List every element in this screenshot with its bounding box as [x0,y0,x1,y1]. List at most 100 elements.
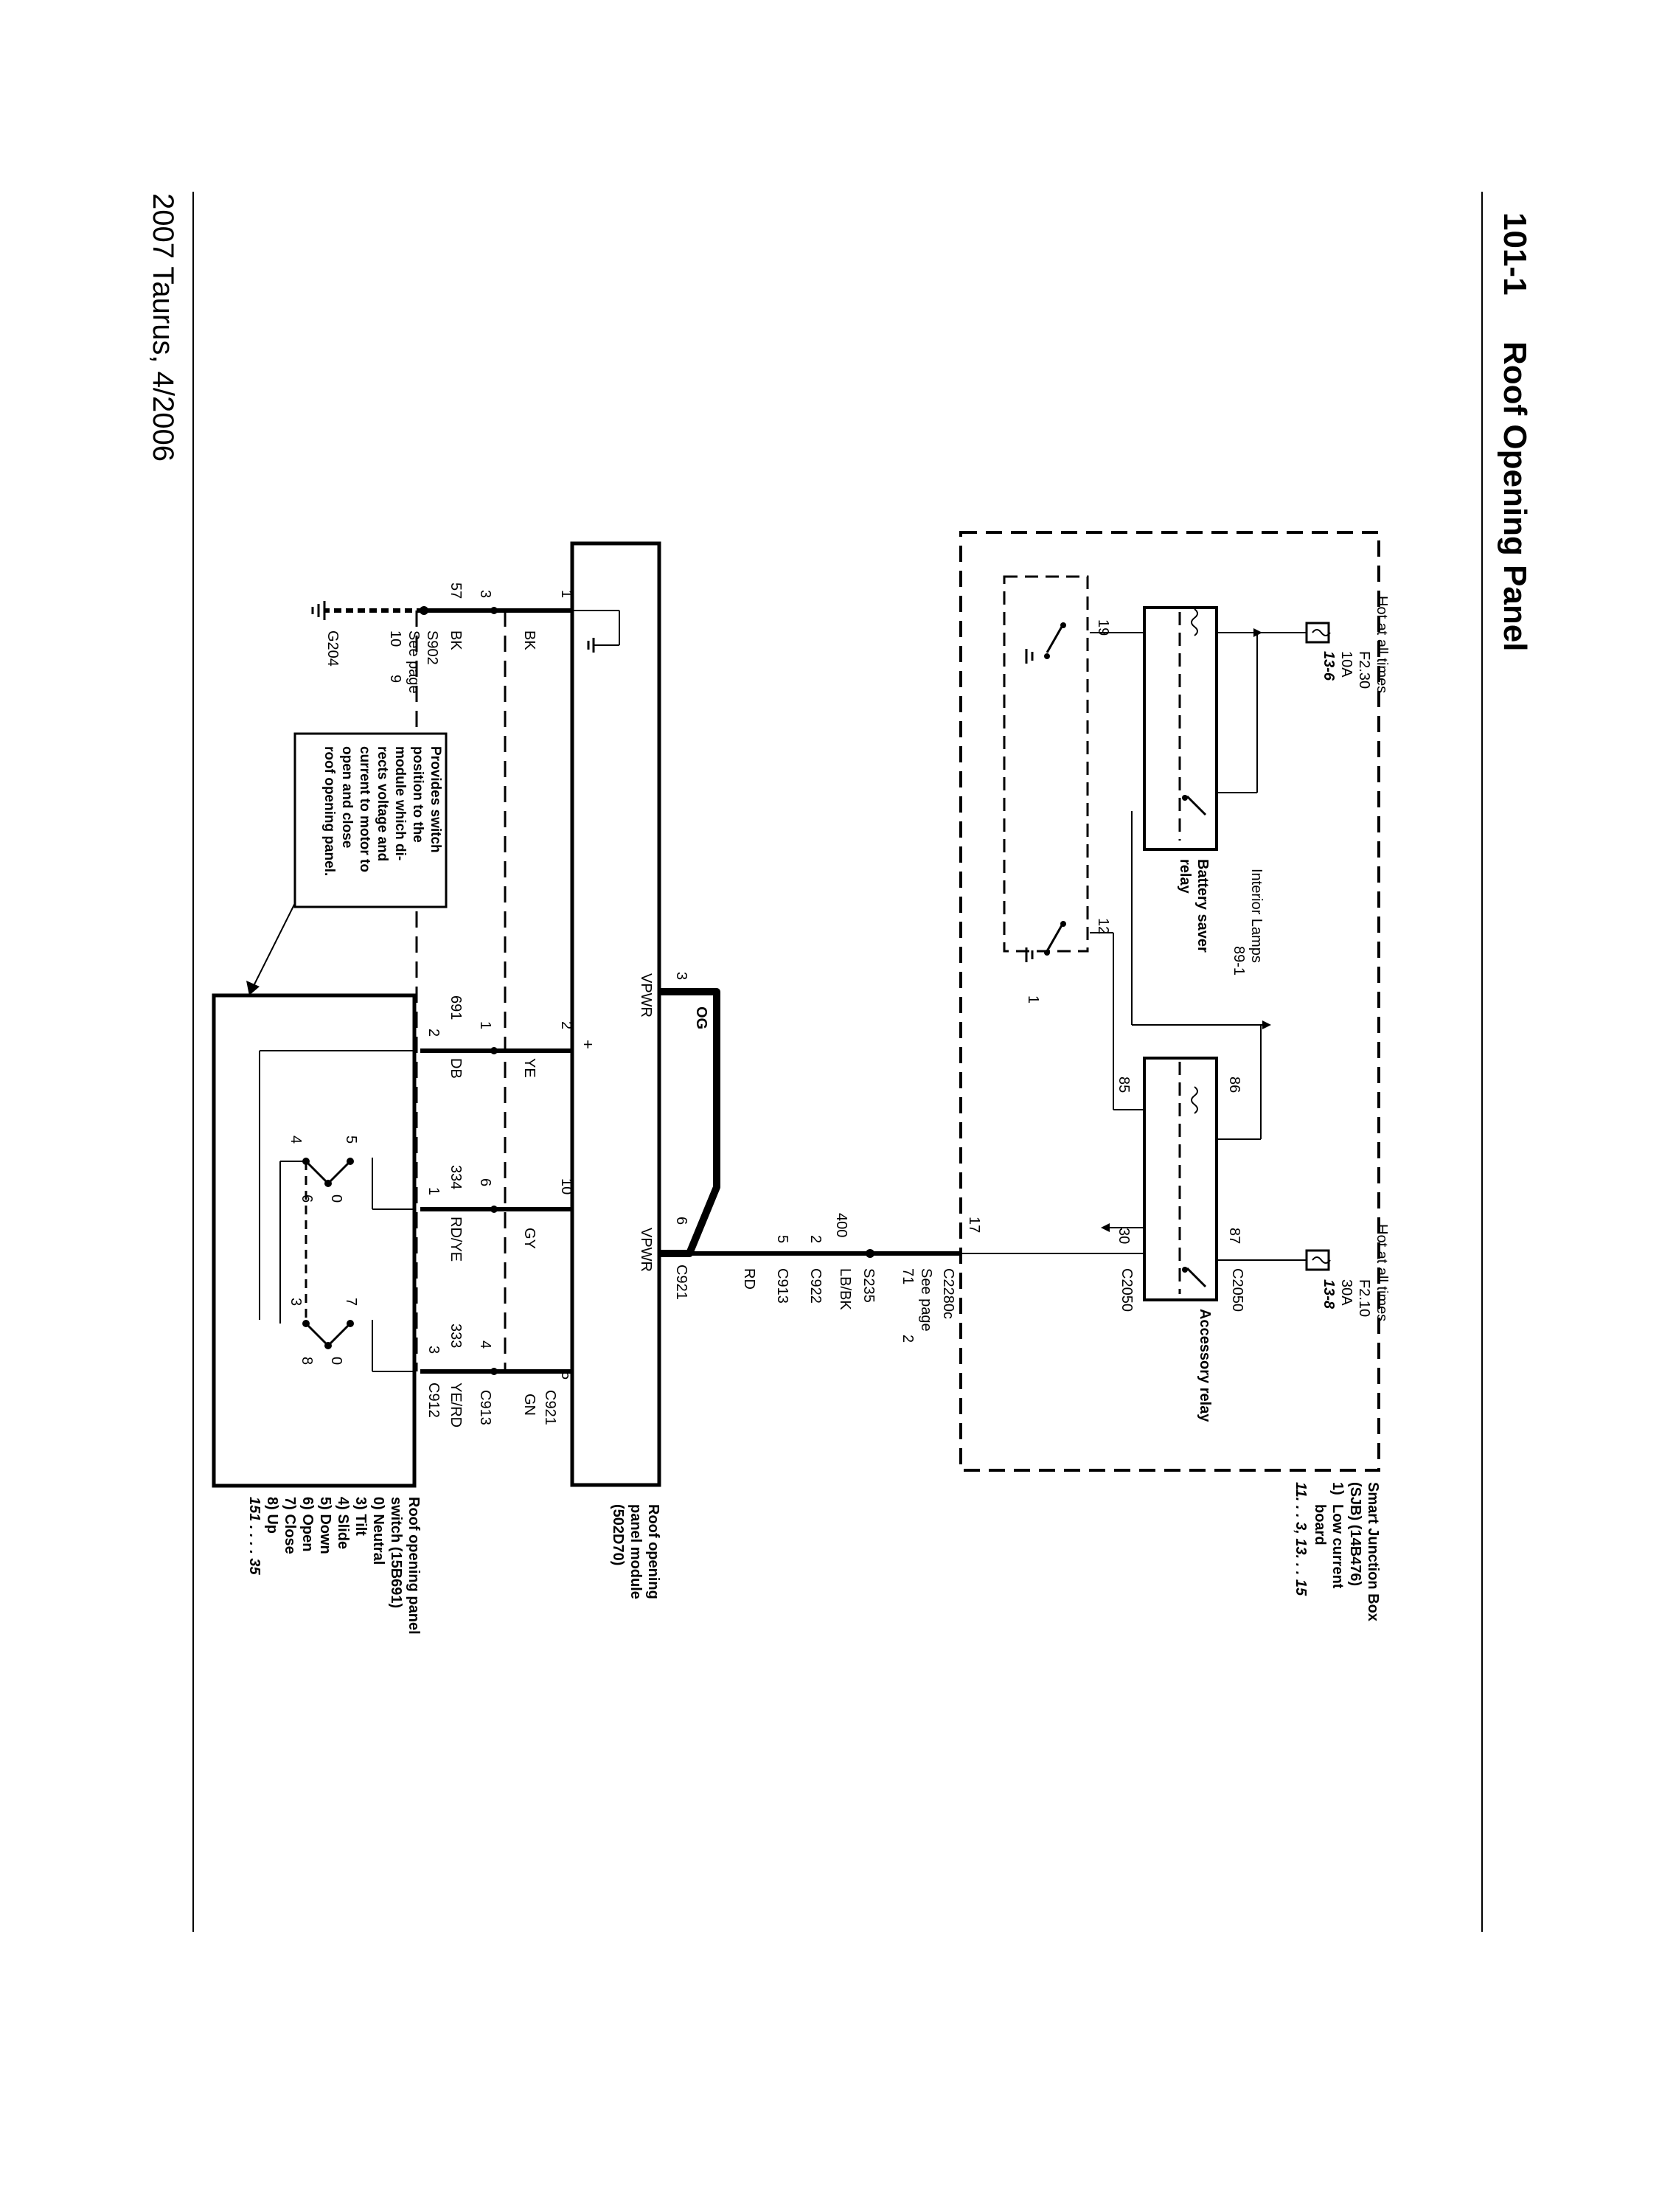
svg-text:S235: S235 [860,1268,877,1303]
ground-bk: BK [448,630,464,650]
c913-label: C913 [774,1268,790,1304]
module-pin-2: 2 [558,1021,574,1029]
battery-saver-contact [1186,795,1207,816]
page-title: Roof Opening Panel [1497,341,1533,651]
sjb-label: Smart Junction Box (SJB) (14B476) 1) Low… [1293,1482,1381,1621]
c2050-lower: C2050 [1119,1268,1135,1312]
fuse-f2-30 [1305,622,1330,644]
pin-86: 86 [1226,1077,1242,1093]
arrow-icon [1101,1223,1110,1232]
sw-pin-4: 4 [477,1340,493,1349]
svg-text:OG: OG [693,1006,709,1029]
svg-text:F2.10: F2.10 [1356,1279,1372,1317]
module-pin-1: 1 [558,590,574,598]
svg-text:4: 4 [288,1135,304,1144]
sw-pin-6: 6 [477,1178,493,1186]
c921-label: C921 [673,1265,689,1300]
svg-text:71: 71 [900,1268,916,1284]
svg-text:Battery saver: Battery saver [1194,859,1211,953]
battery-saver-relay [1143,606,1218,851]
c2050-upper: C2050 [1229,1268,1245,1312]
svg-text:Interior Lamps: Interior Lamps [1248,869,1265,963]
rd-label: RD [741,1268,757,1290]
sjb-pages: 11. . . 3, 13. . . 15 [1293,1482,1309,1596]
fuse-icon [1312,629,1331,636]
lbbk-label: LB/BK [837,1268,853,1310]
sw-pin-1b: 1 [425,1187,442,1195]
svg-text:current to motor to: current to motor to [357,746,372,872]
vpwr-b: VPWR [638,1228,654,1272]
svg-text:6) Open: 6) Open [299,1497,316,1551]
svg-text:5: 5 [343,1135,359,1144]
arrow-icon [246,981,260,995]
pin-12: 12 [1095,918,1111,934]
pin-30: 30 [1116,1228,1132,1244]
accessory-relay [1143,1057,1218,1301]
svg-text:position to the: position to the [410,746,425,843]
page-number: 101-1 [1497,212,1533,296]
svg-text:8) Up: 8) Up [264,1497,280,1534]
svg-text:10: 10 [387,630,403,647]
svg-text:9: 9 [387,675,403,683]
page-footer: 2007 Taurus, 4/2006 [147,193,179,462]
board-ref: 1 [1025,995,1041,1004]
svg-text:switch (15B691): switch (15B691) [388,1497,404,1608]
fuse-icon [1312,1256,1331,1264]
switch-label: Roof opening panel switch (15B691) 0) Ne… [246,1497,422,1635]
svg-text:89-1: 89-1 [1231,946,1247,975]
svg-text:Hot at all times: Hot at all times [1374,1224,1390,1321]
wire-691: 691 [448,995,464,1020]
svg-text:8: 8 [299,1357,315,1365]
sjb-item-1-label: Low current [1329,1504,1346,1589]
note-text: Provides switch position to the module w… [321,746,443,876]
svg-text:Accessory relay: Accessory relay [1197,1309,1213,1422]
svg-text:F2.30: F2.30 [1356,651,1372,689]
pin-87: 87 [1226,1228,1242,1244]
module-pin-5: 5 [558,1371,574,1380]
c913-pin: 5 [774,1235,790,1243]
wire-og [659,988,720,1257]
svg-text:13-8: 13-8 [1321,1279,1337,1310]
sjb-boundary [959,531,1380,1472]
svg-text:module which di-: module which di- [392,746,408,860]
wire-rdye: RD/YE [448,1217,464,1262]
wire-334: 334 [448,1165,464,1189]
module-label: Roof opening panel module (502D70) [610,1504,661,1599]
svg-text:LB/BK: LB/BK [837,1268,853,1310]
roof-opening-panel-module [570,541,661,1487]
accessory-relay-label: Accessory relay [1197,1309,1213,1422]
og-label: OG [693,1006,709,1029]
svg-text:open and close: open and close [339,746,355,848]
see-page-71-label: See page 71 2 [900,1268,934,1343]
arrow-icon [1262,1020,1271,1029]
svg-text:30A: 30A [1338,1279,1354,1306]
svg-text:Provides switch: Provides switch [428,746,443,853]
svg-text:S902: S902 [424,630,440,665]
fuse-f2-10 [1305,1249,1330,1271]
s902-label: S902 See page 10 9 [387,630,440,694]
svg-text:3: 3 [288,1298,304,1306]
svg-text:roof opening panel.: roof opening panel. [321,746,337,876]
wire-gn: GN [521,1394,538,1416]
g204-label: G204 [324,630,341,667]
svg-text:relay: relay [1177,859,1193,894]
svg-text:0) Neutral: 0) Neutral [370,1497,386,1565]
sjb-item-1: 1) [1329,1482,1346,1495]
svg-text:10A: 10A [1338,651,1354,678]
svg-text:C922: C922 [807,1268,824,1304]
plus-sign: + [579,1040,597,1049]
low-current-board [1003,575,1089,953]
svg-text:C2280c: C2280c [940,1268,956,1319]
fuse-f2-30-label: Hot at all times F2.30 10A 13-6 [1321,596,1390,693]
svg-text:C921: C921 [673,1265,689,1300]
wire-57: 57 [448,582,464,599]
svg-text:7: 7 [343,1298,359,1306]
svg-text:0: 0 [328,1194,344,1203]
svg-text:C913: C913 [774,1268,790,1304]
sw-pin-3: 3 [425,1346,442,1354]
fuse-f2-10-label: Hot at all times F2.10 30A 13-8 [1321,1224,1390,1321]
svg-text:Hot at all times: Hot at all times [1374,596,1390,693]
wire-400: 400 [833,1213,849,1237]
wire-bk: BK [521,630,538,650]
svg-text:151 . . . . 35: 151 . . . . 35 [246,1497,262,1576]
